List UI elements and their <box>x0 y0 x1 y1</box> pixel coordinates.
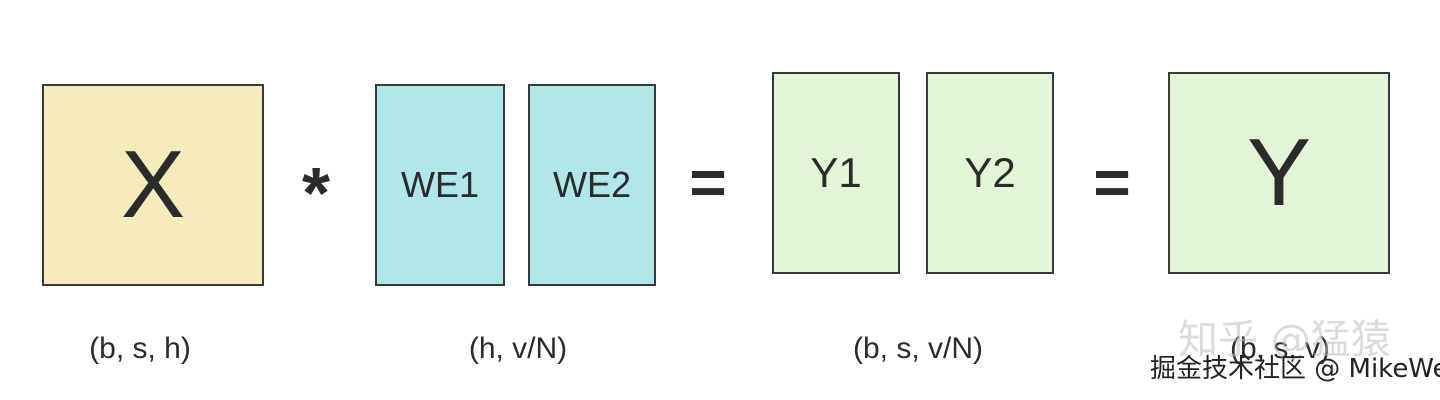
we2-matrix-box: WE2 <box>528 84 656 286</box>
zhihu-watermark: 知乎 @猛猿 <box>1178 317 1391 363</box>
y-result-matrix-label: Y <box>1246 119 1312 226</box>
y2-matrix-box: Y2 <box>926 72 1054 274</box>
x-matrix-box: X <box>42 84 264 286</box>
we2-matrix-label: WE2 <box>552 164 631 205</box>
we1-matrix-box: WE1 <box>375 84 505 286</box>
x-matrix-label: X <box>120 131 186 238</box>
y-result-matrix-box: Y <box>1168 72 1390 274</box>
equals-operator-2: = <box>1093 146 1131 218</box>
equals-operator-1: = <box>689 146 727 218</box>
we1-matrix-label: WE1 <box>400 164 479 205</box>
y1-matrix-box: Y1 <box>772 72 900 274</box>
result-shape-label: (b, s, v) <box>1229 332 1331 365</box>
weights-shape-label: (h, v/N) <box>468 332 568 365</box>
juejin-watermark: 掘金技术社区 @ MikeWe <box>1150 354 1440 384</box>
partials-shape-label: (b, s, v/N) <box>852 332 984 365</box>
y1-matrix-label: Y1 <box>810 149 862 196</box>
multiply-operator: * <box>301 154 331 234</box>
y2-matrix-label: Y2 <box>964 149 1016 196</box>
x-shape-label: (b, s, h) <box>89 332 191 365</box>
